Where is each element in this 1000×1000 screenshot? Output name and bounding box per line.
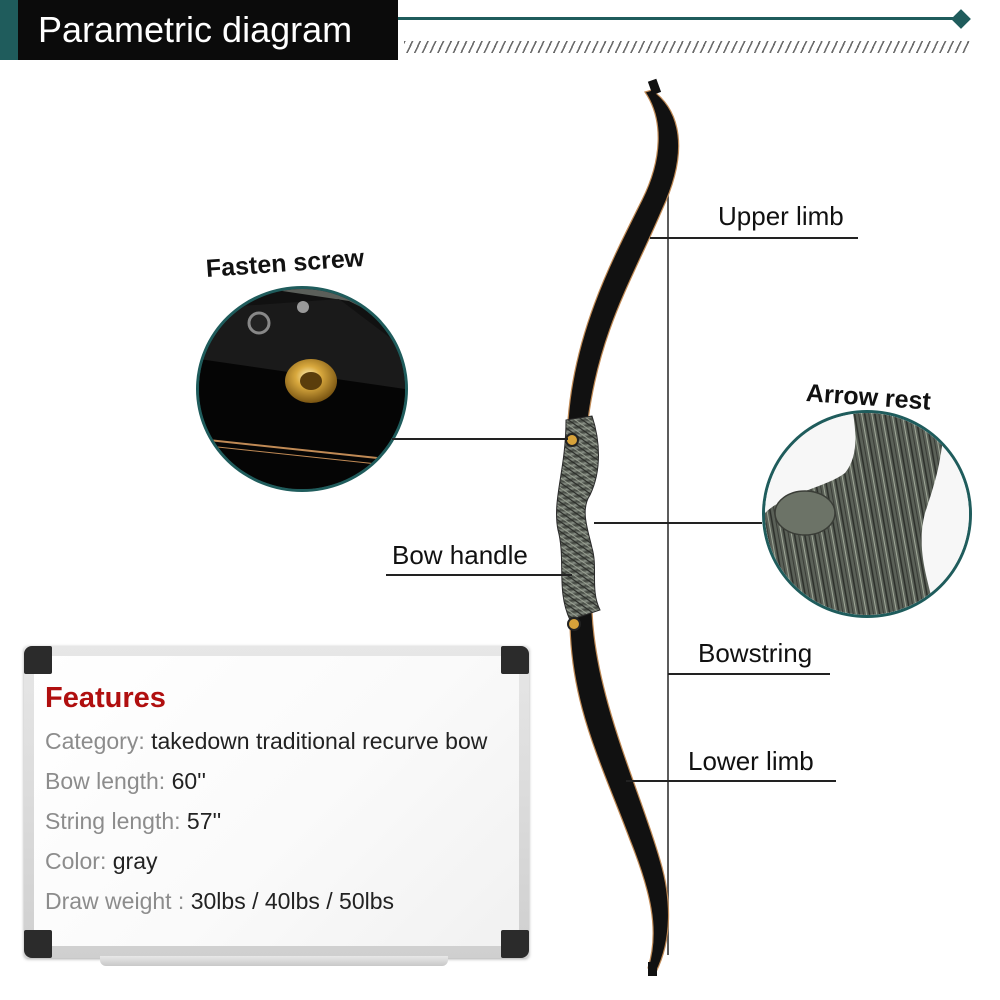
board-corner-tl — [24, 646, 52, 674]
feature-key: String length: — [45, 808, 187, 834]
feature-value: 30lbs / 40lbs / 50lbs — [190, 888, 395, 914]
fasten-screw-leader — [392, 438, 568, 440]
feature-key: Bow length: — [45, 768, 172, 794]
feature-value: 60'' — [171, 768, 206, 794]
features-title: Features — [45, 682, 166, 714]
board-corner-br — [501, 930, 529, 958]
header-accent — [0, 0, 18, 60]
bow-handle-label: Bow handle — [392, 540, 528, 570]
feature-value: takedown traditional recurve bow — [151, 728, 488, 754]
feature-key: Color: — [45, 848, 113, 874]
arrow-rest-leader — [594, 522, 762, 524]
fasten-screw-photo — [199, 289, 405, 489]
arrow-rest-detail — [762, 410, 972, 618]
upper-limb-underline — [700, 237, 858, 239]
arrow-rest-photo — [765, 413, 969, 615]
lower-screw — [567, 617, 581, 631]
lower-limb-label: Lower limb — [688, 746, 814, 776]
feature-key: Draw weight : — [45, 888, 191, 914]
bowstring-underline — [668, 673, 830, 675]
board-corner-bl — [24, 930, 52, 958]
features-board-surface — [34, 656, 519, 946]
feature-draw-weight: Draw weight : 30lbs / 40lbs / 50lbs — [45, 888, 394, 915]
feature-category: Category: takedown traditional recurve b… — [45, 728, 487, 755]
upper-limb-label: Upper limb — [718, 201, 844, 231]
feature-string-length: String length: 57'' — [45, 808, 221, 835]
board-corner-tr — [501, 646, 529, 674]
feature-bow-length: Bow length: 60'' — [45, 768, 206, 795]
feature-value: gray — [112, 848, 158, 874]
upper-screw — [565, 433, 579, 447]
feature-key: Category: — [45, 728, 152, 754]
feature-color: Color: gray — [45, 848, 158, 875]
upper-limb-shape — [567, 89, 680, 421]
fasten-screw-detail — [196, 286, 408, 492]
header-bar — [0, 0, 398, 60]
header-hatch — [404, 41, 970, 53]
header-rule — [398, 17, 964, 20]
board-tray — [100, 956, 448, 966]
riser-shape — [556, 415, 601, 621]
lower-limb-underline — [626, 780, 836, 782]
feature-value: 57'' — [186, 808, 222, 834]
bow-handle-underline — [386, 574, 572, 576]
lower-limb-shape — [569, 609, 670, 973]
upper-limb-leader — [650, 237, 702, 239]
bowstring-label: Bowstring — [698, 638, 813, 668]
page-title: Parametric diagram — [38, 9, 353, 50]
